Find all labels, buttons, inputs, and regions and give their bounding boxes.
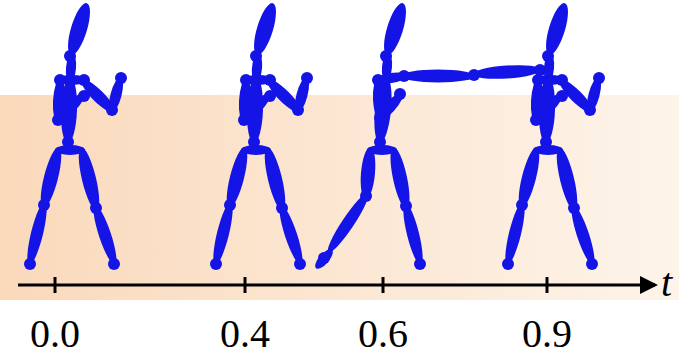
tick-value: 0.4 (220, 314, 270, 354)
tick-value: 0.6 (358, 314, 408, 354)
tick-value: 0.9 (522, 314, 572, 354)
axis-label: t (661, 263, 672, 303)
background-band (0, 95, 679, 300)
time-axis (18, 284, 655, 287)
tick-value: 0.0 (30, 314, 80, 354)
axis-arrowhead (640, 276, 658, 294)
stick-figures (23, 1, 605, 272)
axis-ticks (55, 277, 547, 293)
